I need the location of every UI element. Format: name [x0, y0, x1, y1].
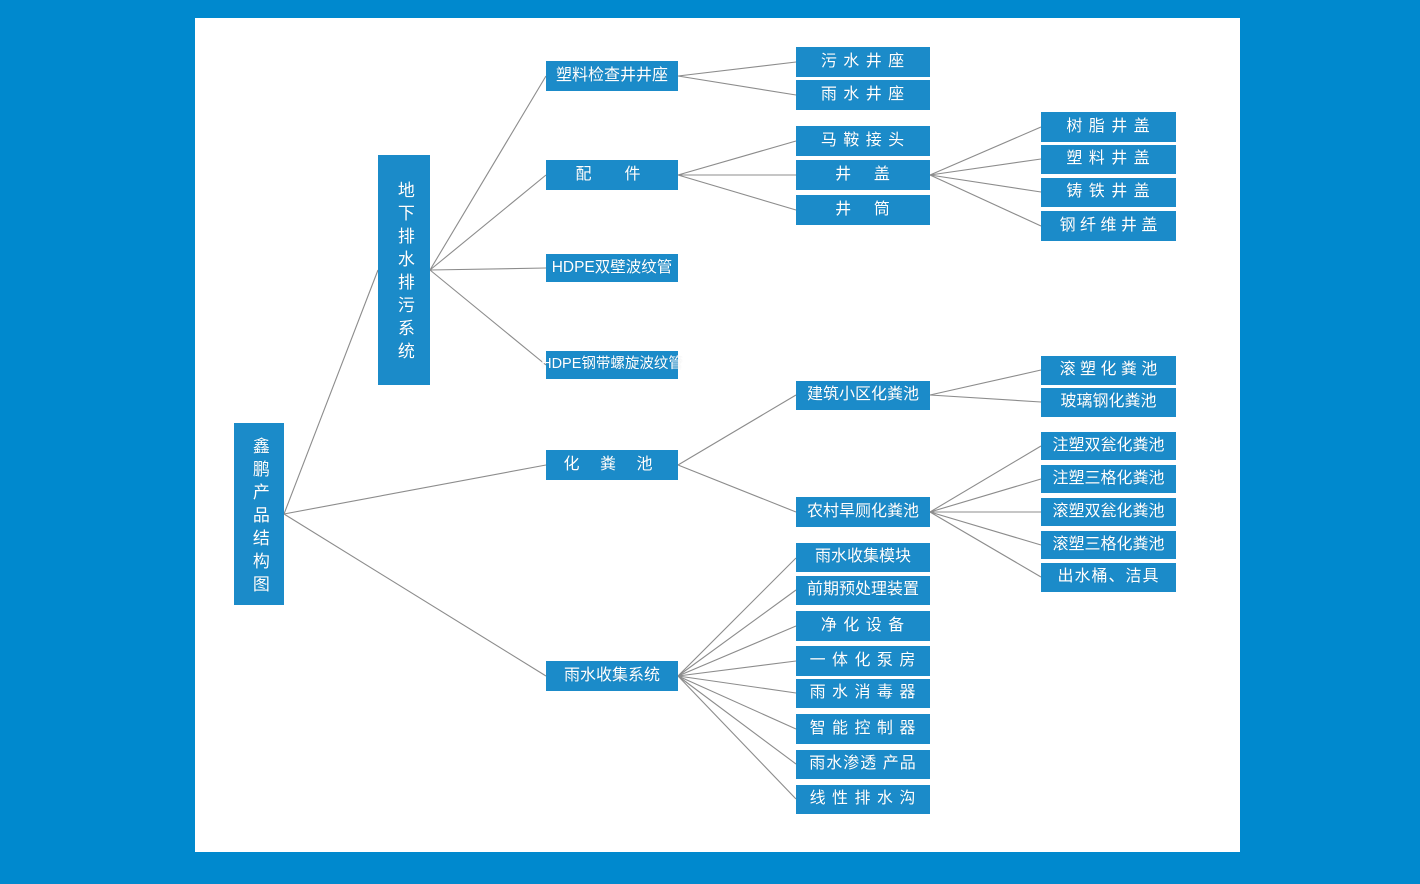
node-rainwater-collection-system[interactable]: 雨水收集系统: [546, 661, 678, 691]
node-plastic-inspection-well-base[interactable]: 塑料检查井井座: [546, 61, 678, 91]
node-residential-community-septic-tank[interactable]: 建筑小区化粪池: [796, 381, 930, 410]
node-rainwater-infiltration-product[interactable]: 雨水渗透 产品: [796, 750, 930, 779]
node-sewage-well-base[interactable]: 污 水 井 座: [796, 47, 930, 77]
node-plastic-well-cover[interactable]: 塑 料 井 盖: [1041, 145, 1176, 174]
node-septic-tank[interactable]: 化 粪 池: [546, 450, 678, 480]
node-smart-controller[interactable]: 智 能 控 制 器: [796, 714, 930, 744]
node-stormwater-well-base[interactable]: 雨 水 井 座: [796, 80, 930, 110]
node-purification-equipment[interactable]: 净 化 设 备: [796, 611, 930, 641]
node-resin-well-cover[interactable]: 树 脂 井 盖: [1041, 112, 1176, 142]
node-saddle-connector[interactable]: 马 鞍 接 头: [796, 126, 930, 156]
node-pre-treatment-device[interactable]: 前期预处理装置: [796, 576, 930, 605]
node-injection-molded-three-compartment-septic-tank[interactable]: 注塑三格化粪池: [1041, 465, 1176, 493]
node-rainwater-collection-module[interactable]: 雨水收集模块: [796, 543, 930, 572]
node-outlet-bucket-and-sanitary-ware[interactable]: 出水桶、洁具: [1041, 563, 1176, 592]
node-linear-drainage-channel[interactable]: 线 性 排 水 沟: [796, 785, 930, 814]
node-rotomolded-three-compartment-septic-tank[interactable]: 滚塑三格化粪池: [1041, 531, 1176, 559]
node-well-cover[interactable]: 井 盖: [796, 160, 930, 190]
node-hdpe-double-wall-corrugated-pipe[interactable]: HDPE双壁波纹管: [546, 254, 678, 282]
node-well-shaft[interactable]: 井 筒: [796, 195, 930, 225]
node-fittings[interactable]: 配 件: [546, 160, 678, 190]
root-node[interactable]: 鑫鹏产品结构图: [234, 423, 284, 605]
node-rotomolded-double-urn-septic-tank[interactable]: 滚塑双瓮化粪池: [1041, 498, 1176, 526]
node-rotomolded-septic-tank[interactable]: 滚 塑 化 粪 池: [1041, 356, 1176, 385]
node-hdpe-steel-belt-spiral-corrugated-pipe[interactable]: HDPE钢带螺旋波纹管: [541, 351, 683, 379]
node-rainwater-disinfector[interactable]: 雨 水 消 毒 器: [796, 679, 930, 708]
node-integrated-pump-house[interactable]: 一 体 化 泵 房: [796, 646, 930, 676]
node-steel-fiber-well-cover[interactable]: 钢 纤 维 井 盖: [1041, 211, 1176, 241]
node-injection-molded-double-urn-septic-tank[interactable]: 注塑双瓮化粪池: [1041, 432, 1176, 460]
node-rural-dry-toilet-septic-tank[interactable]: 农村旱厕化粪池: [796, 497, 930, 527]
node-frp-septic-tank[interactable]: 玻璃钢化粪池: [1041, 388, 1176, 417]
node-cast-iron-well-cover[interactable]: 铸 铁 井 盖: [1041, 178, 1176, 207]
node-underground-drainage-system[interactable]: 地下排水排污系统: [378, 155, 430, 385]
